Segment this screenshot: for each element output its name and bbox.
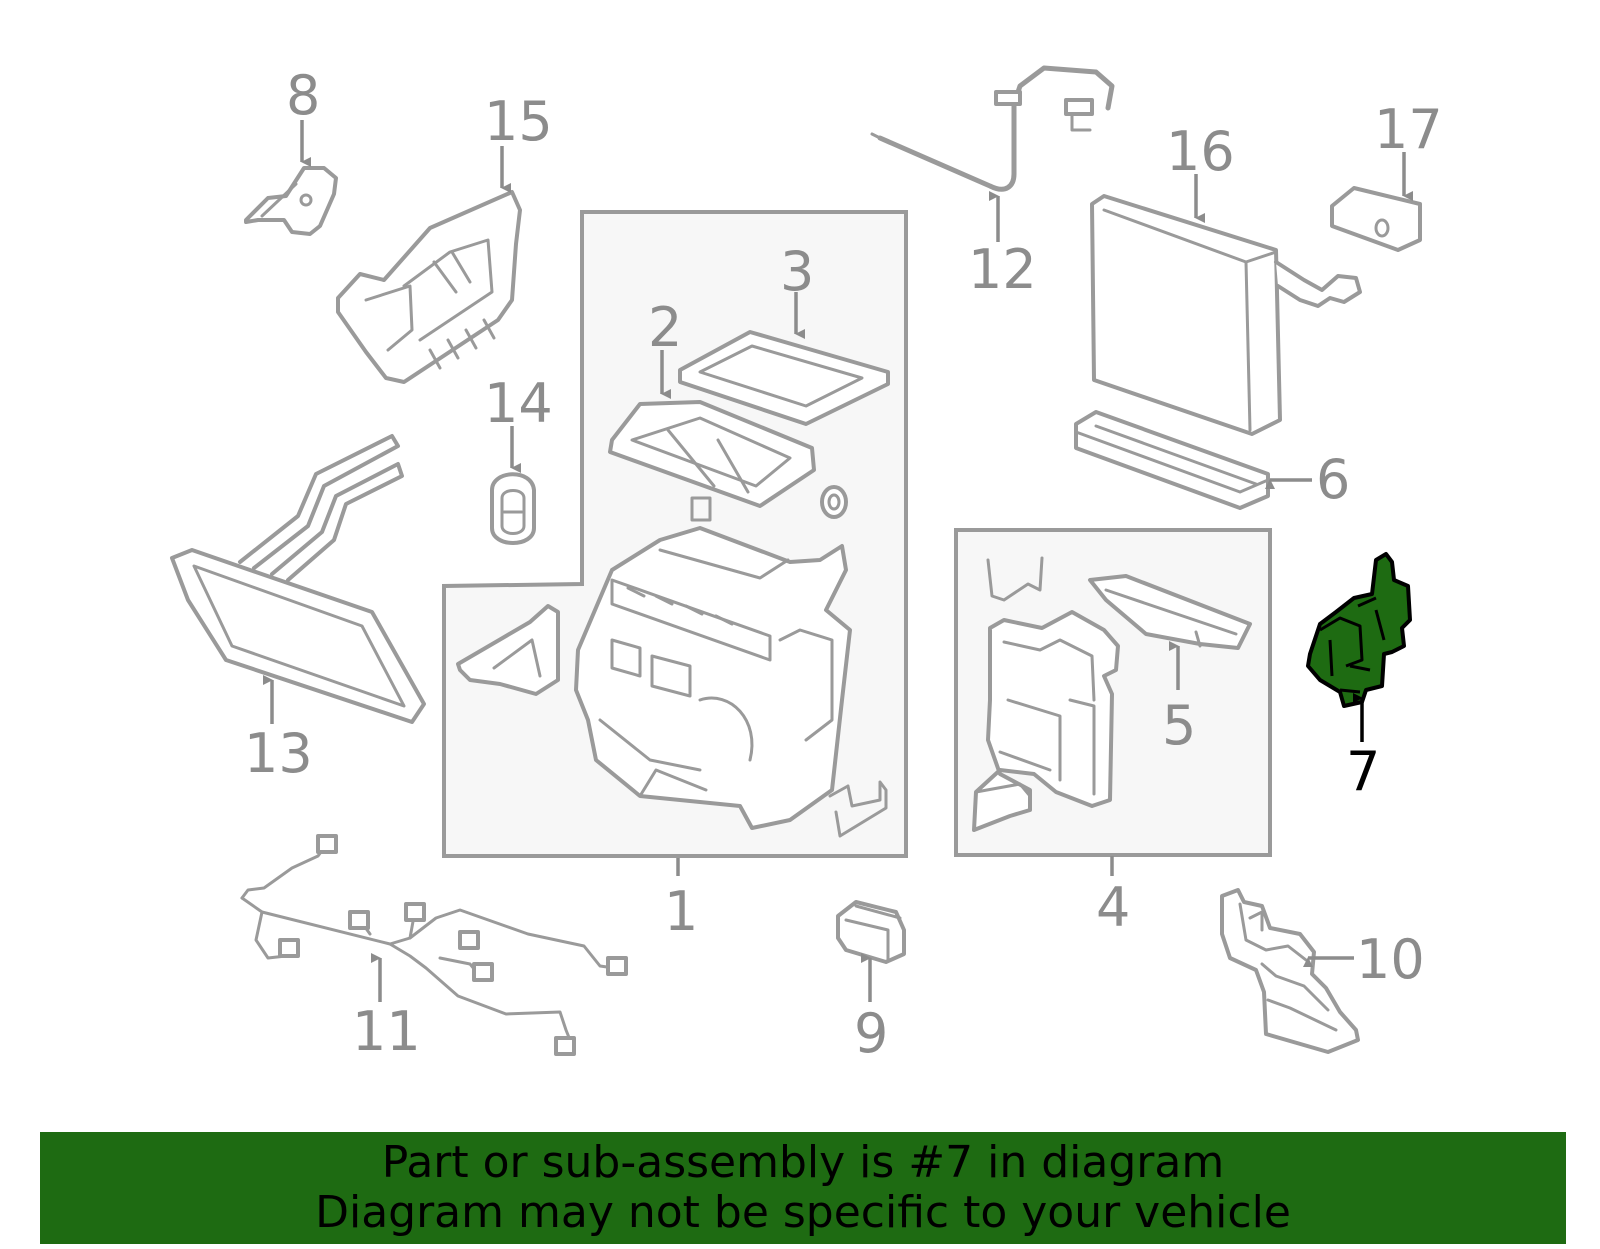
- banner-line-2: Diagram may not be specific to your vehi…: [315, 1187, 1291, 1238]
- callout-14: 14: [484, 372, 553, 435]
- part-14-grommet: [490, 472, 536, 545]
- callout-15: 15: [484, 90, 553, 153]
- part-9-resistor: [836, 900, 906, 964]
- callout-9: 9: [854, 1002, 888, 1065]
- parts-diagram: 8 15 3 2 14 13 12 16 17 6 5 7 1 4 10 9 1…: [170, 64, 1443, 1065]
- part-8-bracket: [244, 166, 338, 236]
- part-5-filter-door: [1088, 574, 1252, 650]
- callout-13: 13: [244, 722, 313, 785]
- callout-12: 12: [968, 238, 1037, 301]
- callout-16: 16: [1166, 120, 1235, 183]
- part-1-bracket: [456, 604, 560, 696]
- part-2-frame: [608, 400, 816, 508]
- part-11-wire-harness: [240, 834, 628, 1056]
- callout-2: 2: [648, 296, 682, 359]
- callout-11: 11: [352, 1000, 421, 1063]
- callout-8: 8: [286, 64, 320, 127]
- part-10-duct: [1220, 888, 1360, 1054]
- ring-seal: [820, 485, 848, 519]
- part-17-sensor: [1330, 186, 1422, 252]
- part-12-pipe: [870, 65, 1115, 192]
- part-1-hvac-case: [574, 496, 852, 830]
- part-1-clip: [828, 780, 888, 838]
- callout-1: 1: [664, 880, 698, 943]
- callout-10: 10: [1356, 928, 1425, 991]
- callout-6: 6: [1316, 448, 1350, 511]
- part-15-duct: [336, 190, 522, 384]
- part-6-tray: [1074, 410, 1270, 510]
- part-4-clip: [986, 556, 1044, 602]
- part-13-heater-core: [170, 434, 426, 724]
- callout-4: 4: [1096, 876, 1130, 939]
- banner-line-1: Part or sub-assembly is #7 in diagram: [381, 1137, 1225, 1188]
- callout-17: 17: [1374, 98, 1443, 161]
- part-16-evaporator: [1090, 194, 1362, 436]
- part-4-case-half: [972, 610, 1120, 832]
- callout-3: 3: [780, 240, 814, 303]
- part-7-highlighted: [1306, 552, 1412, 708]
- callout-7: 7: [1346, 740, 1380, 803]
- info-banner: Part or sub-assembly is #7 in diagram Di…: [40, 1132, 1566, 1244]
- callout-5: 5: [1162, 694, 1196, 757]
- part-3-cover: [678, 330, 890, 426]
